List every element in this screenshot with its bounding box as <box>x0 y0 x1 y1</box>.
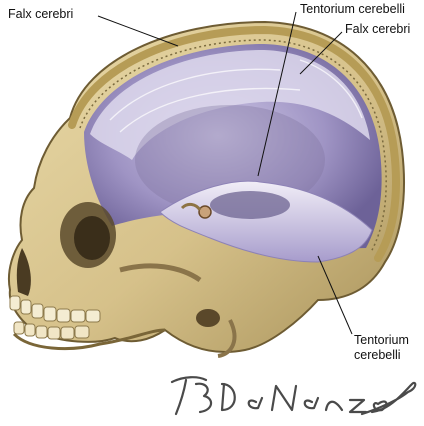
artist-signature <box>170 376 417 416</box>
falx-fibers <box>109 59 363 133</box>
ear-canal <box>196 309 220 327</box>
mastoid <box>217 319 237 358</box>
label-falx-cerebri-right: Falx cerebri <box>345 22 411 36</box>
skull-cut-rim-inner <box>79 39 387 253</box>
clinoid-process <box>180 202 202 211</box>
label-tentorium-line2: cerebelli <box>354 348 401 362</box>
leader-lines <box>97 11 353 335</box>
mandible <box>12 328 166 351</box>
leader-falx-left <box>97 15 179 47</box>
lower-teeth <box>13 321 90 340</box>
pituitary-region <box>198 205 212 219</box>
nasal-cavity <box>16 248 31 296</box>
leader-tentorium-bottom <box>317 255 353 335</box>
label-tentorium-cerebelli-bottom: Tentorium cerebelli <box>354 333 409 363</box>
zygomatic-arch <box>119 263 202 283</box>
orbit-inner <box>74 216 110 260</box>
leader-tentorium-top <box>257 11 297 177</box>
label-tentorium-cerebelli-top: Tentorium cerebelli <box>300 2 405 16</box>
tentorial-notch <box>210 191 290 219</box>
falx-cerebri <box>90 50 370 160</box>
upper-teeth <box>9 295 101 323</box>
skull-cut-rim <box>68 25 400 262</box>
label-falx-cerebri-left: Falx cerebri <box>8 7 74 21</box>
label-tentorium-line1: Tentorium <box>354 333 409 347</box>
leader-falx-right <box>299 31 343 75</box>
